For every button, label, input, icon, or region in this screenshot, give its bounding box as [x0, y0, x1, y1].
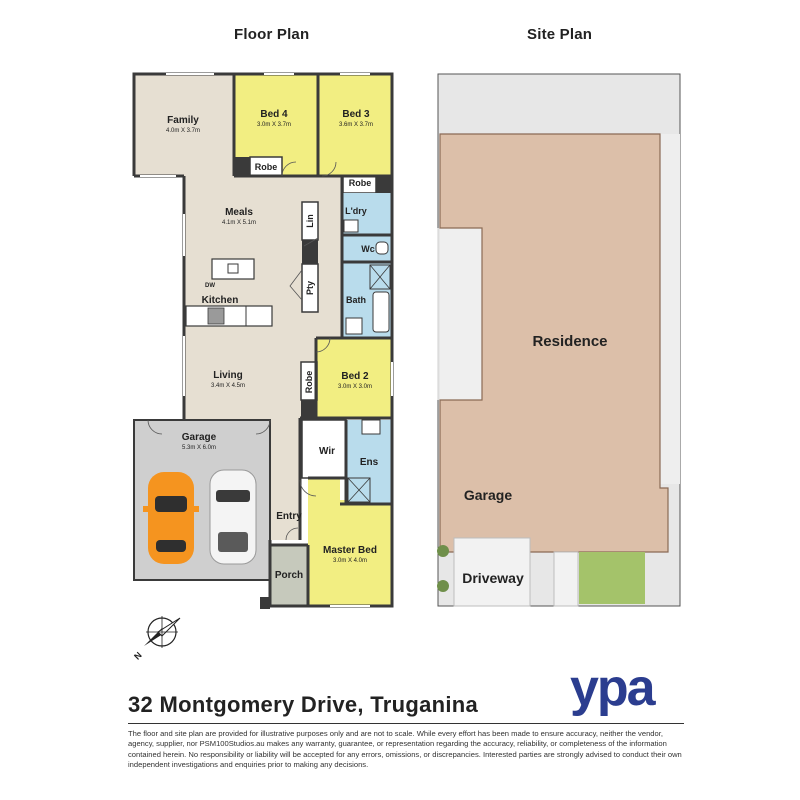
laundry-tub-icon: [343, 219, 359, 233]
garage-label: Garage: [182, 432, 217, 443]
vanity-icon: [345, 317, 363, 335]
living-dims: 3.4m X 4.5m: [211, 383, 245, 389]
meals-label: Meals: [225, 207, 253, 218]
bed2-label: Bed 2: [341, 371, 369, 382]
walk-in-robe: [301, 419, 347, 479]
kitchen-island: [211, 258, 255, 280]
ens-shower-cross-b: [347, 477, 371, 503]
kitchen-bench: [185, 305, 273, 327]
family-dims: 4.0m X 3.7m: [166, 128, 200, 134]
ypa-logo: ypa: [570, 659, 656, 717]
room-porch: [270, 545, 308, 606]
site-lawn: [579, 552, 645, 604]
door-swings: [147, 161, 337, 541]
master-bed-dims: 3.0m X 4.0m: [333, 558, 367, 564]
robe-bed2-label: Robe: [304, 371, 314, 394]
site-plan: Residence Garage Driveway: [437, 73, 681, 607]
robe-bed4-label: Robe: [255, 162, 278, 172]
meals-dims: 4.1m X 5.1m: [222, 220, 256, 226]
robe-bed3-post: [376, 176, 392, 193]
bed3-dims: 3.6m X 3.7m: [339, 122, 373, 128]
car-white-icon: [209, 469, 257, 565]
site-footpath: [553, 551, 579, 607]
master-bed-label: Master Bed: [323, 545, 377, 556]
room-bed3: [318, 74, 392, 176]
sink-icon: [227, 263, 239, 274]
garage-dims: 5.3m X 6.0m: [182, 445, 216, 451]
site-driveway: [453, 537, 531, 607]
ensuite-shower-icon: [347, 477, 371, 503]
dishwasher-label: DW: [205, 283, 215, 289]
linen-post: [302, 240, 318, 264]
disclaimer-text: The floor and site plan are provided for…: [128, 729, 682, 770]
wir-label: Wir: [319, 446, 335, 457]
room-master-bed: [308, 478, 392, 606]
windows: [140, 73, 393, 607]
bath-label: Bath: [346, 295, 366, 305]
living-label: Living: [213, 370, 242, 381]
floor-plan: Family 4.0m X 3.7m Bed 4 3.0m X 3.7m Bed…: [132, 72, 394, 662]
shrub-icon: [437, 580, 449, 592]
north-label: N: [132, 650, 144, 662]
robe-bed4-post: [234, 157, 250, 176]
residence-label: Residence: [532, 333, 607, 350]
porch-label: Porch: [275, 570, 303, 581]
site-side-strip: [440, 228, 482, 400]
bathtub-icon: [372, 291, 390, 333]
ensuite-vanity-icon: [361, 419, 381, 435]
property-address: 32 Montgomery Drive, Truganina: [128, 692, 479, 717]
bed4-dims: 3.0m X 3.7m: [257, 122, 291, 128]
walls: [132, 72, 394, 608]
floor-plan-heading: Floor Plan: [234, 26, 310, 43]
site-garage-label: Garage: [464, 487, 512, 503]
porch-post: [260, 597, 270, 609]
entry-label: Entry: [276, 511, 302, 522]
bed4-label: Bed 4: [260, 109, 288, 120]
bed3-label: Bed 3: [342, 109, 370, 120]
room-bed2: [316, 338, 392, 418]
shower-cross-b: [369, 264, 391, 290]
footer-divider: [128, 723, 684, 724]
pantry: [301, 263, 319, 313]
robe-bed3-label: Robe: [349, 178, 372, 188]
shower-icon: [369, 264, 391, 290]
wc-label: Wc: [361, 244, 375, 254]
north-compass-icon: N: [132, 616, 181, 662]
driveway-label: Driveway: [462, 570, 524, 586]
kitchen-label: Kitchen: [202, 295, 239, 306]
cooktop-icon: [207, 307, 225, 325]
laundry-label: L'dry: [345, 206, 367, 216]
site-plan-heading: Site Plan: [527, 26, 593, 43]
bed2-dims: 3.0m X 3.0m: [338, 384, 372, 390]
family-label: Family: [167, 115, 199, 126]
site-inner-zone: [660, 134, 680, 484]
robe-bed2-post: [301, 400, 317, 418]
ensuite-label: Ens: [360, 457, 379, 468]
car-orange-icon: [143, 472, 199, 564]
shrub-icon: [437, 545, 449, 557]
pantry-label: Pty: [305, 281, 315, 295]
linen-label: Lin: [305, 214, 315, 228]
toilet-icon: [375, 241, 389, 255]
